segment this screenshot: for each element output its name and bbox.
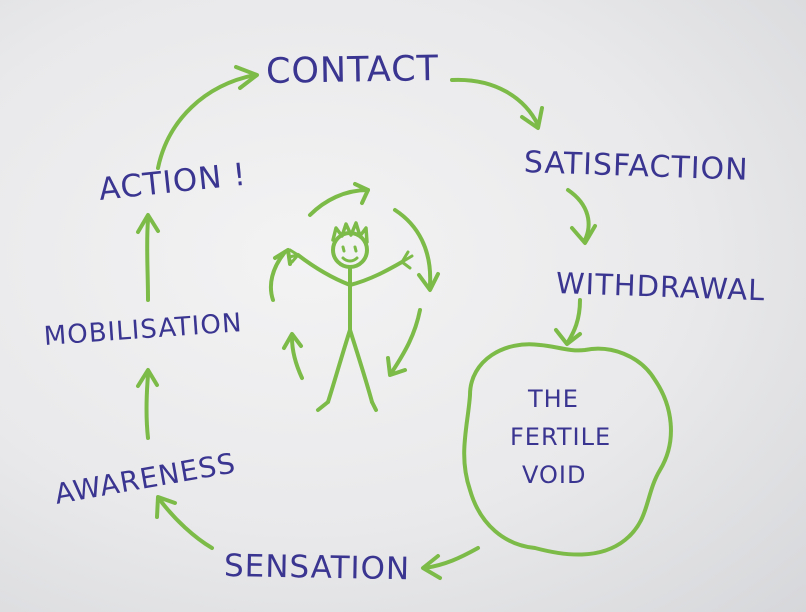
figure-arrow-left (271, 252, 285, 300)
label-fertile-void-the: THE (522, 380, 611, 418)
arrow-awareness-to-mobilisation (147, 375, 149, 438)
figure-foot-right (372, 402, 376, 410)
figure-arm-left (298, 255, 350, 285)
figure-arrow-top (310, 190, 368, 215)
fertile-void-text: THE FERTILE VOID (522, 380, 611, 494)
figure-foot-left (318, 402, 328, 410)
figure-eyes (343, 247, 356, 251)
figure-leg-left (328, 330, 350, 402)
figure-mouth (343, 258, 357, 261)
figure-leg-right (350, 330, 372, 402)
figure-hand-right (402, 252, 412, 268)
figure-arrow-right (395, 210, 430, 285)
label-fertile-void-void: VOID (522, 456, 611, 494)
label-withdrawal: WITHDRAWAL (555, 266, 765, 307)
label-sensation: SENSATION (224, 548, 411, 587)
arrowhead-withdrawal (572, 226, 595, 243)
label-contact: CONTACT (266, 49, 440, 92)
figure-arrowhead-top (355, 184, 368, 203)
arrow-mobilisation-to-action (147, 220, 148, 300)
figure-arrow-lower-right (392, 310, 420, 372)
label-fertile-void-fertile: FERTILE (510, 418, 611, 456)
arrow-sensation-to-awareness (160, 500, 212, 548)
arrowhead-void (556, 330, 580, 344)
